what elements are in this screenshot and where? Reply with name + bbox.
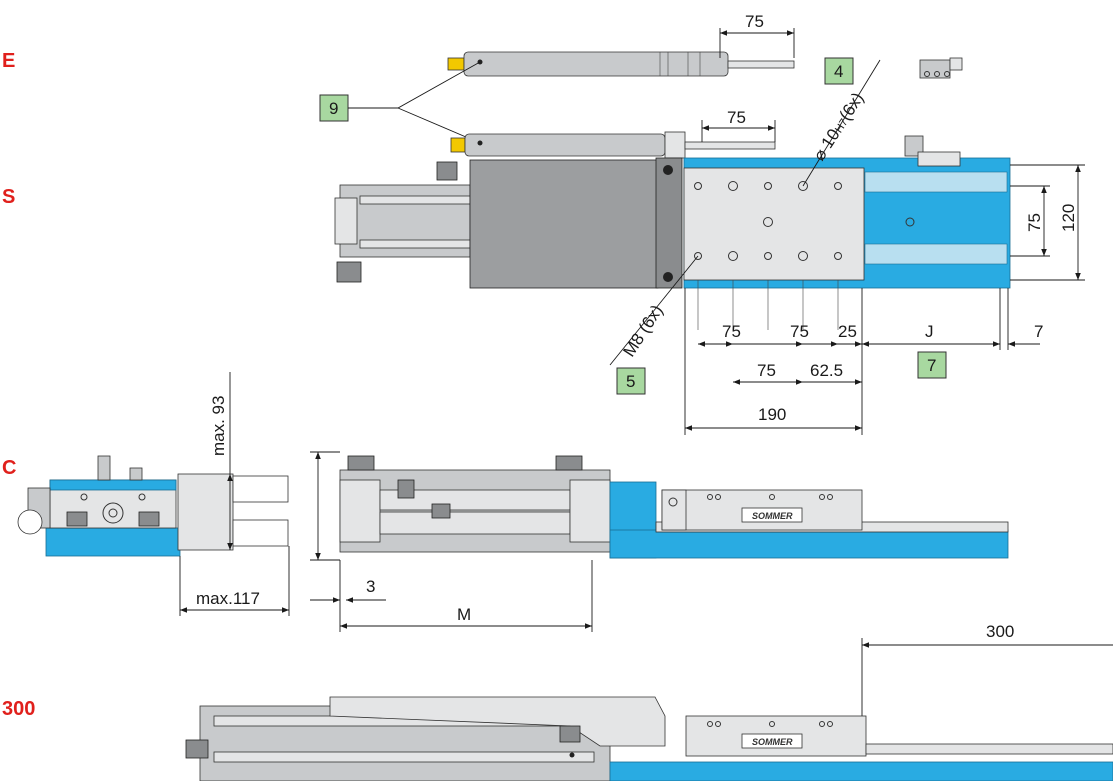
sensor-icon: [919, 57, 963, 79]
gripper-300-view: SOMMER: [185, 696, 1113, 781]
dim-row1-j-label: J: [925, 322, 934, 341]
dim-190: 190: [685, 405, 862, 431]
dim-max93: max. 93: [209, 372, 233, 550]
end-view: [17, 455, 289, 557]
callout-5-label: 5: [626, 372, 635, 391]
section-label-c: C: [2, 457, 16, 479]
dim-row1-b-label: 75: [790, 322, 809, 341]
dim-3: 3: [310, 560, 386, 632]
brand-plate-label: SOMMER: [752, 511, 793, 521]
dim-M-label: M: [457, 605, 471, 624]
mounting-holes: [694, 181, 842, 330]
cylinder-e: [447, 51, 795, 77]
section-label-s: S: [2, 186, 15, 208]
brand-plate-2-label: SOMMER: [752, 737, 793, 747]
dim-row1-c-label: 25: [838, 322, 857, 341]
dim-75-side-label: 75: [1025, 213, 1044, 232]
dim-75-second: 75: [701, 108, 776, 142]
dim-max117-label: max.117: [196, 589, 260, 608]
dim-row-1: 75 75 25 J 7: [684, 288, 1043, 435]
dim-row1-a-label: 75: [722, 322, 741, 341]
dim-row2-b-label: 62.5: [810, 361, 843, 380]
dim-row1-7-label: 7: [1034, 322, 1043, 341]
dim-75-second-label: 75: [727, 108, 746, 127]
dim-300: 300: [861, 622, 1113, 716]
dim-120-label: 120: [1059, 204, 1078, 232]
dim-row2-a-label: 75: [757, 361, 776, 380]
section-label-300: 300: [2, 698, 35, 720]
dim-75-top: 75: [719, 12, 795, 58]
callout-9-label: 9: [329, 99, 338, 118]
dim-300-label: 300: [986, 622, 1014, 641]
brand-plate: [741, 507, 803, 523]
dim-75-top-label: 75: [745, 12, 764, 31]
callout-5-box: [616, 367, 646, 395]
gripper-side-view: SOMMER: [310, 451, 1009, 561]
callout-4-box: [824, 57, 854, 85]
dim-3-label: 3: [366, 577, 375, 596]
dim-max117: max.117: [179, 546, 290, 616]
thread-label: M8 (6x): [619, 302, 666, 361]
callout-7-box: [917, 351, 947, 379]
dim-M: M: [340, 560, 593, 632]
gripper-top-view: [334, 135, 1011, 289]
section-label-e: E: [2, 50, 15, 72]
callout-4-label: 4: [834, 62, 843, 81]
dim-max93-label: max. 93: [209, 396, 228, 456]
dim-row-2: 75 62.5: [733, 361, 862, 385]
dim-190-label: 190: [758, 405, 786, 424]
cylinder-s: [450, 131, 776, 159]
callout-9-box: [319, 94, 349, 122]
dim-75-120: 75 120: [1010, 164, 1085, 281]
svg-text:⌀ 10H7(6x): ⌀ 10H7(6x): [809, 89, 867, 164]
callout-7-label: 7: [927, 356, 936, 375]
